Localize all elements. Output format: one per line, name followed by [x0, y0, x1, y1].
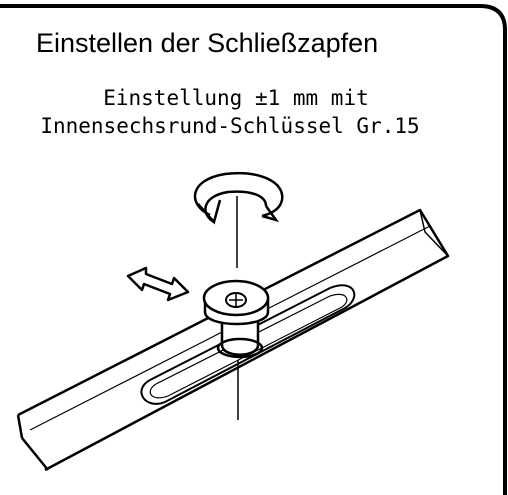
page-title: Einstellen der Schließzapfen	[36, 28, 379, 58]
rotation-arrow-icon	[193, 172, 284, 225]
caption-line-1: Einstellung ±1 mm mit	[103, 86, 369, 110]
adjustment-slot	[140, 284, 356, 405]
caption-line-2: Innensechsrund-Schlüssel Gr.15	[40, 114, 420, 138]
locking-pin	[202, 279, 270, 359]
double-arrow-icon	[126, 266, 190, 302]
panel-border	[0, 4, 507, 495]
